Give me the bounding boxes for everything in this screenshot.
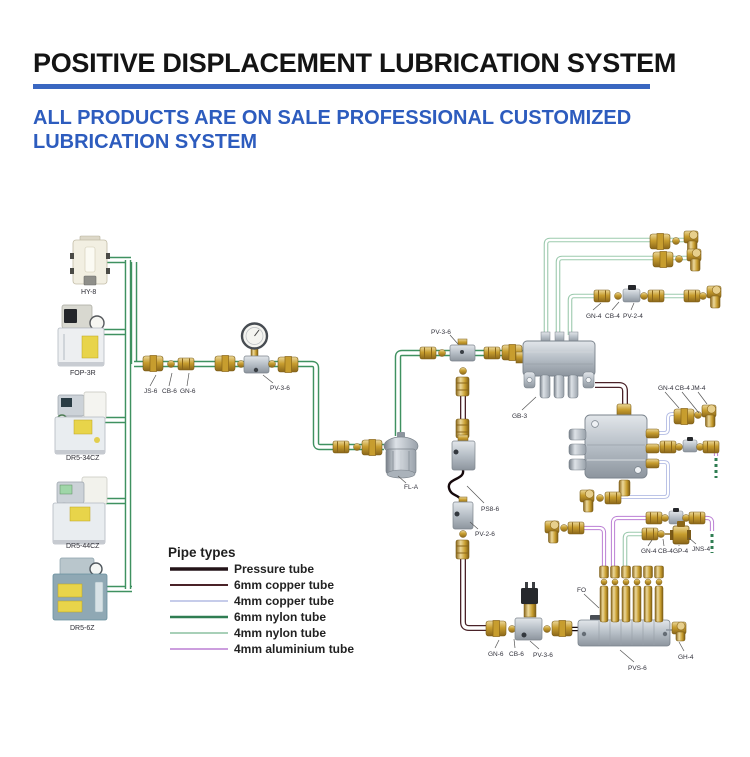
- distributor-2: [568, 403, 660, 497]
- pressure-switch-block: [451, 440, 476, 471]
- main-line-fittings: [142, 355, 245, 372]
- distributor-gb3: [515, 331, 596, 399]
- label-cb4-row3: CB-4: [605, 313, 620, 320]
- label-pv36-bottom: PV-3-6: [533, 652, 553, 659]
- label-cb6: CB-6: [162, 388, 177, 395]
- label-ps86: PS8-6: [481, 506, 499, 513]
- label-cb4-gp4row: CB-4: [658, 548, 673, 555]
- injector-2: [610, 565, 620, 623]
- label-pv36-gauge: PV-3-6: [270, 385, 290, 392]
- branch-row-blue-elbow: [579, 489, 622, 513]
- subtitle-line-1: ALL PRODUCTS ARE ON SALE PROFESSIONAL CU…: [33, 107, 632, 129]
- fitting-js6-icon: [142, 355, 164, 372]
- label-pv24: PV-2-4: [623, 313, 643, 320]
- label-fla: FL-A: [404, 484, 419, 491]
- branch-row-mid-valve: [659, 437, 720, 454]
- label-gp4: GP-4: [673, 548, 689, 555]
- label-dr5-6z: DR5-6Z: [70, 625, 95, 632]
- injector-1: [599, 565, 609, 623]
- label-pv36-tee: PV-3-6: [431, 329, 451, 336]
- label-gn6: GN-6: [180, 388, 196, 395]
- legend-title: Pipe types: [168, 545, 236, 560]
- outlet-row-2: [652, 248, 702, 272]
- label-gn4-jm4row: GN-4: [658, 385, 674, 392]
- pump-fop3r: [57, 304, 105, 367]
- filter-branch-fittings: [332, 439, 383, 456]
- feed-row-aluminium-1: [645, 508, 706, 525]
- label-cb6-bottom: CB-6: [509, 651, 524, 658]
- ball-icon: [237, 360, 245, 368]
- title-underline-bar: [33, 84, 650, 89]
- label-dr5-44cz: DR5-44CZ: [66, 543, 100, 550]
- page-subtitle: ALL PRODUCTS ARE ON SALE PROFESSIONAL CU…: [33, 106, 631, 154]
- outlet-row-3-pv24: [593, 285, 722, 309]
- diagram-labels: HY-8 FOP-3R DR5-34CZ DR5-44CZ DR5-6Z JS-…: [66, 289, 710, 672]
- pump-dr5-34cz: [54, 391, 107, 455]
- label-fop3r: FOP-3R: [70, 370, 96, 377]
- page-title: POSITIVE DISPLACEMENT LUBRICATION SYSTEM: [33, 48, 677, 78]
- legend-label-6mm-copper: 6mm copper tube: [234, 578, 334, 592]
- legend-label-6mm-nylon: 6mm nylon tube: [234, 610, 326, 624]
- legend-label-4mm-nylon: 4mm nylon tube: [234, 626, 326, 640]
- label-gb3: GB-3: [512, 413, 528, 420]
- lubrication-system-diagram: HY-8 FOP-3R DR5-34CZ DR5-44CZ DR5-6Z JS-…: [52, 230, 722, 672]
- injector-3: [621, 565, 631, 623]
- main-line-fittings-right: [268, 356, 299, 373]
- manifold-pvs6: [577, 565, 687, 647]
- fitting-union-icon: [214, 355, 236, 372]
- label-cb4-jm4row: CB-4: [675, 385, 690, 392]
- sensor-cap-icon: [521, 588, 538, 604]
- pump-hy8: [70, 235, 110, 286]
- label-jns4: JNS-4: [692, 546, 710, 553]
- pump-dr5-44cz: [52, 476, 108, 545]
- feed-row-gp4: [641, 521, 691, 545]
- subtitle-line-2: LUBRICATION SYSTEM: [33, 131, 258, 153]
- tee-pv26-assembly: [452, 496, 474, 560]
- valve-pv36-with-gauge: [240, 322, 270, 374]
- label-pv26: PV-2-6: [475, 531, 495, 538]
- tee-pv36-upper-assembly: [419, 338, 523, 362]
- label-jm4: JM-4: [691, 385, 706, 392]
- ball-cb6-icon: [167, 360, 175, 368]
- continuation-dashes: [710, 458, 718, 553]
- fitting-gn6-icon: [177, 357, 195, 371]
- injector-5: [643, 565, 653, 623]
- label-pvs6: PVS-6: [628, 665, 647, 672]
- pressure-switch-branch: [451, 367, 476, 471]
- pipe-type-legend: Pipe types Pressure tube 6mm copper tube…: [168, 545, 354, 656]
- label-fo: FO: [577, 587, 586, 594]
- filter-fla: [383, 432, 419, 479]
- injector-4: [632, 565, 642, 623]
- fitting-gh4: [666, 621, 687, 642]
- label-gn4-row3: GN-4: [586, 313, 602, 320]
- legend-label-pressure: Pressure tube: [234, 562, 314, 576]
- bottom-tee-assembly: [485, 582, 573, 641]
- label-js6: JS-6: [144, 388, 158, 395]
- label-gh4: GH-4: [678, 654, 694, 661]
- pressure-tubes: [447, 468, 592, 629]
- label-gn4-gp4row: GN-4: [641, 548, 657, 555]
- injector-6: [654, 565, 664, 623]
- feed-row-aluminium-2: [544, 520, 585, 544]
- legend-label-4mm-copper: 4mm copper tube: [234, 594, 334, 608]
- label-dr5-34cz: DR5-34CZ: [66, 455, 100, 462]
- pump-dr5-6z: [52, 557, 108, 621]
- label-hy8: HY-8: [81, 289, 96, 296]
- label-gn6-bottom: GN-6: [488, 651, 504, 658]
- legend-label-4mm-aluminium: 4mm aluminium tube: [234, 642, 354, 656]
